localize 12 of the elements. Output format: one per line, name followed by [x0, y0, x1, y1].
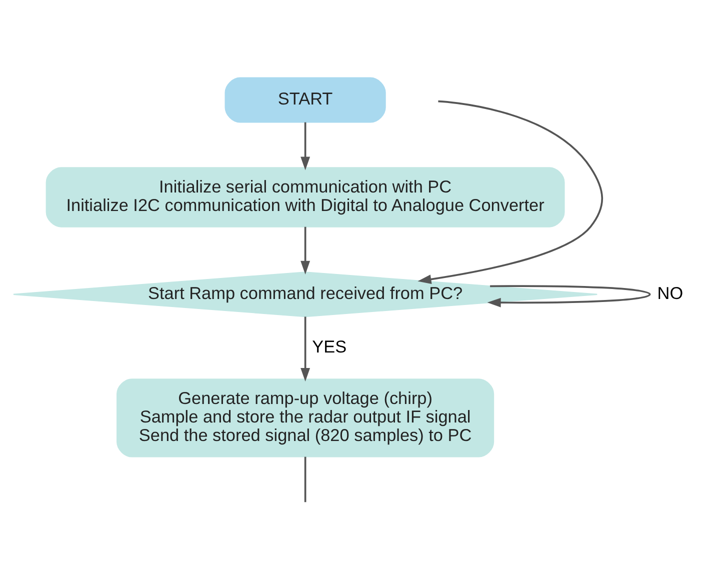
- node-box: Generate ramp-up voltage (chirp) Sample and store the radar output IF signal Send the stored signal (820 samples) to PC: [116, 378, 494, 458]
- connector: [304, 456, 306, 502]
- node-box: Initialize serial communication with PC Initialize I2C communication with Digital to Analogue Converter: [46, 167, 565, 228]
- arrow: [300, 226, 310, 274]
- node-box: START: [224, 77, 386, 123]
- arrow: [487, 285, 651, 308]
- arrow: [300, 316, 310, 382]
- node-diamond: Start Ramp command received from PC?: [12, 272, 598, 318]
- edge-label: NO: [657, 282, 684, 303]
- arrow: [300, 122, 310, 170]
- arrow: [418, 100, 603, 284]
- edge-label: YES: [312, 336, 347, 356]
